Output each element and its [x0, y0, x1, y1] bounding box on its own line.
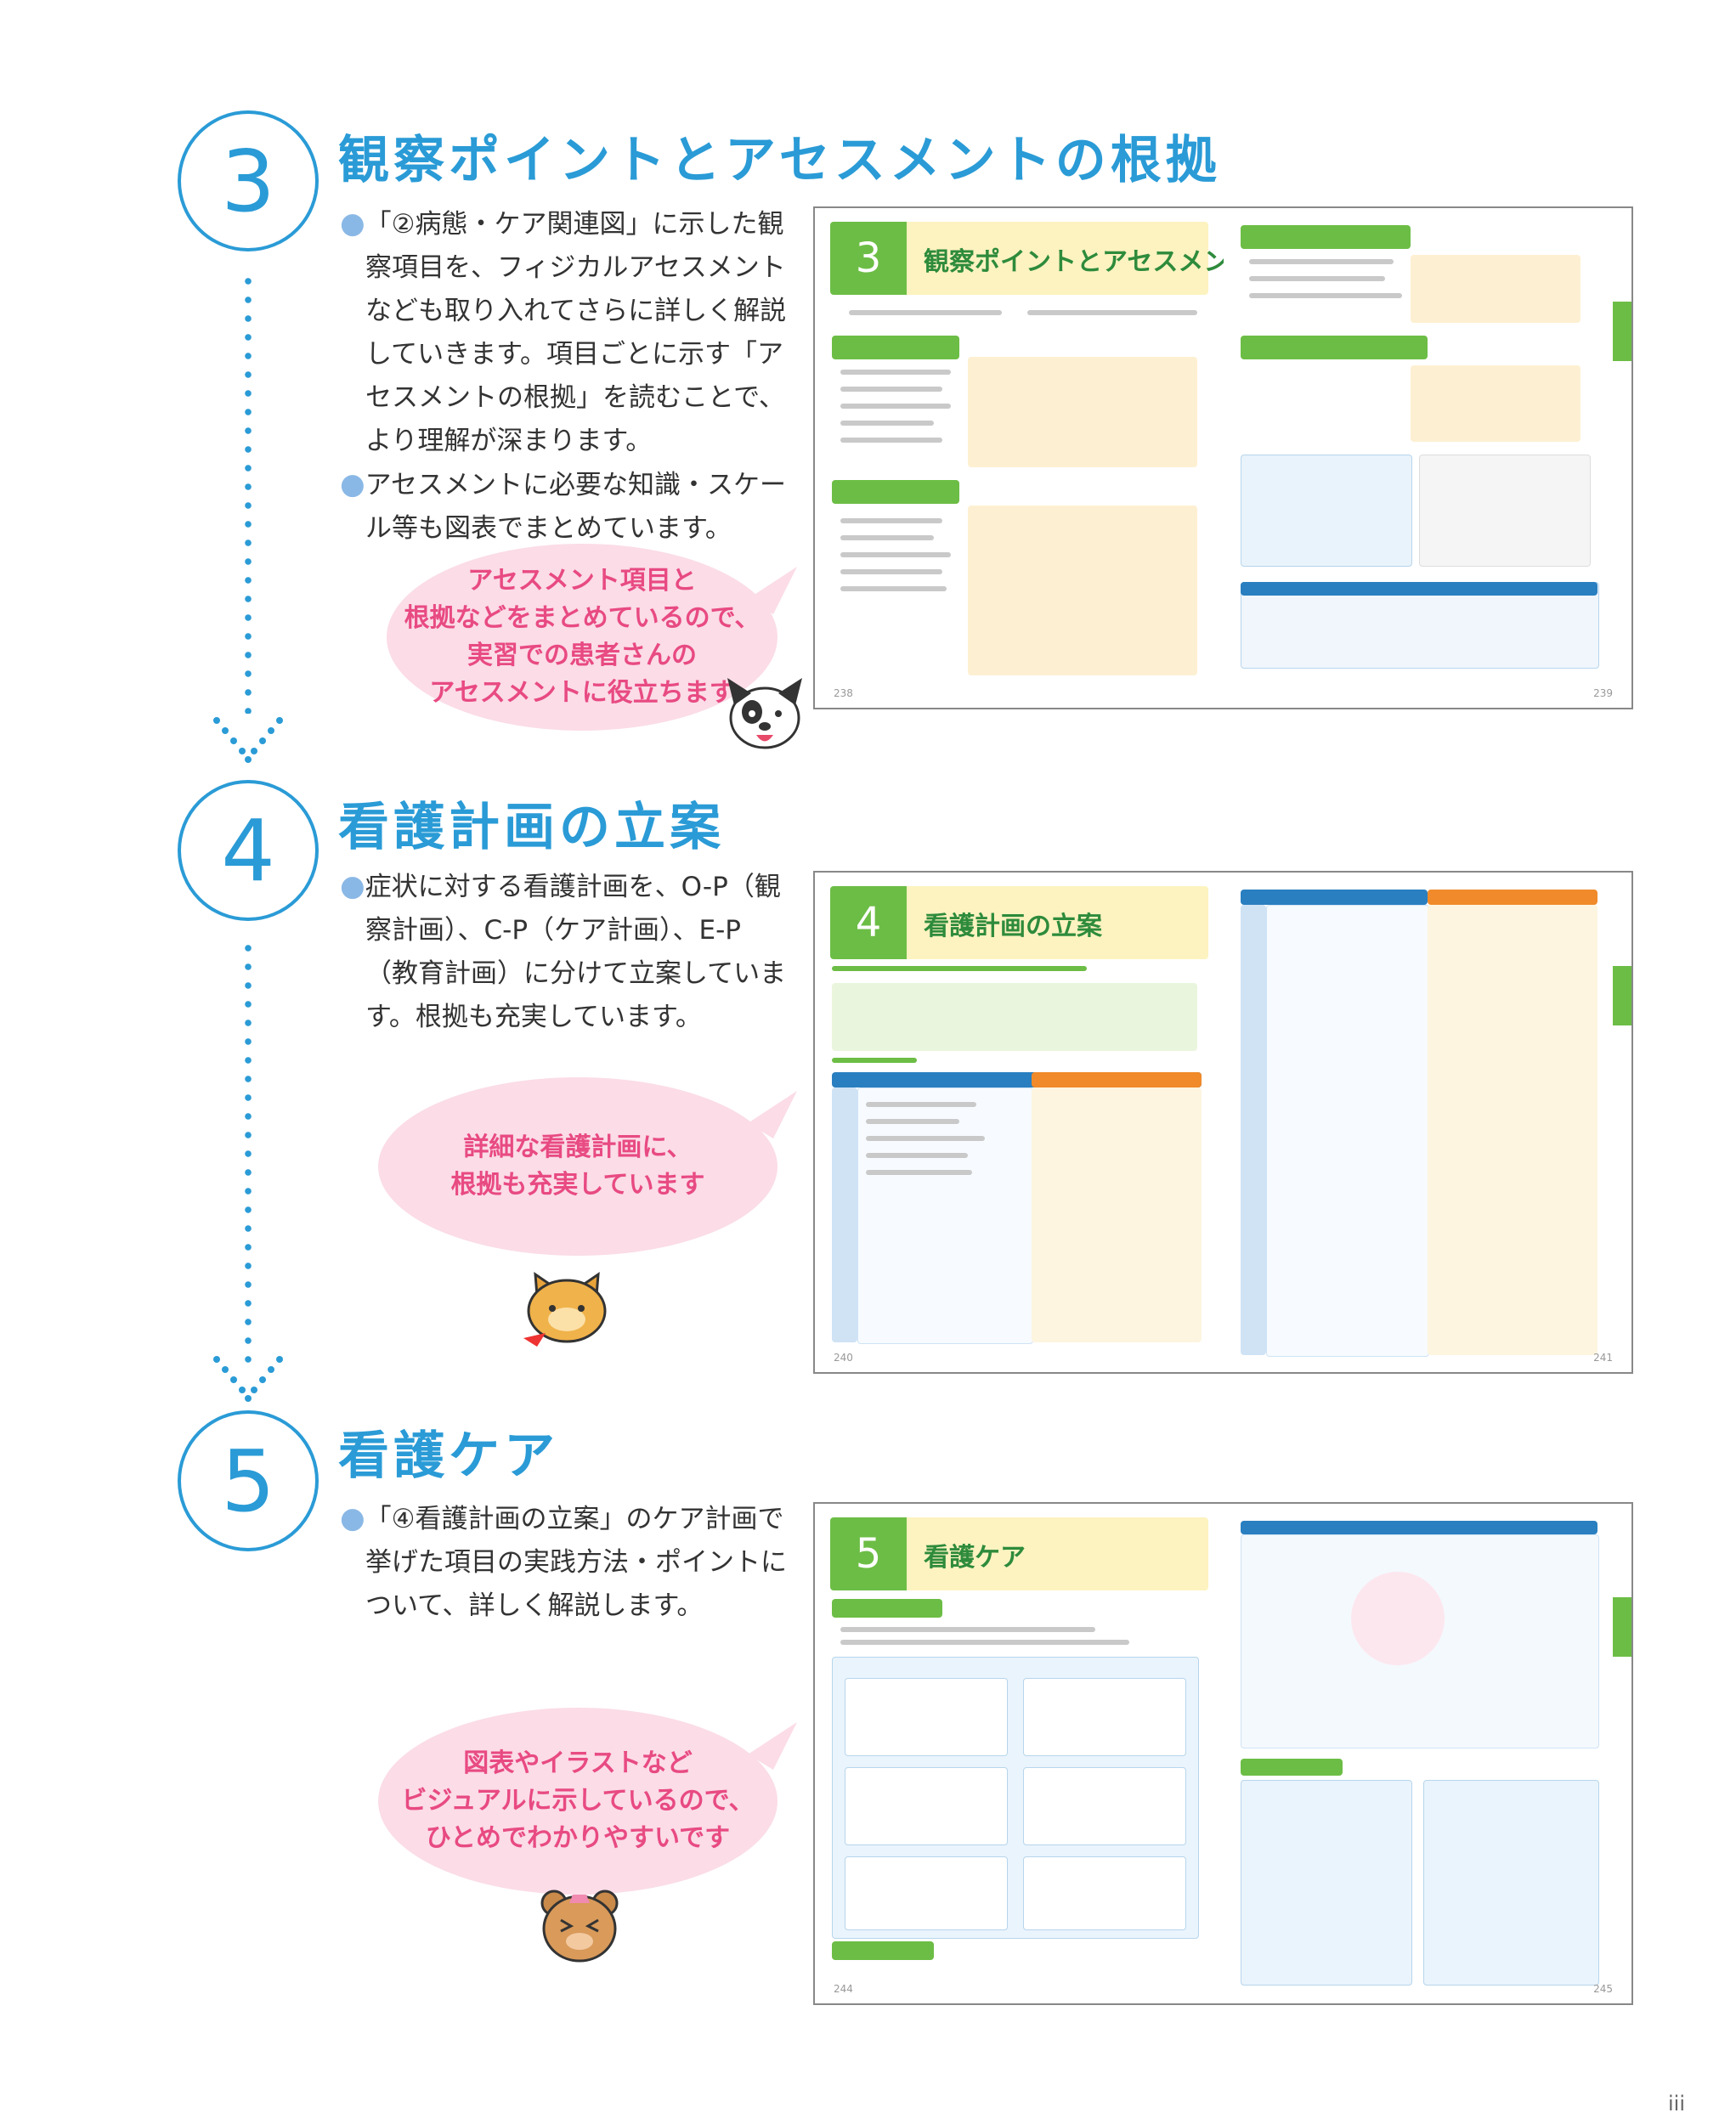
- step-4-circle: 4: [178, 780, 319, 921]
- connector-4-5: [245, 939, 252, 1372]
- dog-mascot-icon: [727, 678, 802, 749]
- step-5-book-spread: 5 看護ケア 244 245: [813, 1502, 1633, 2005]
- step-4-number: 4: [221, 800, 275, 901]
- arrow-down-icon: [213, 1356, 283, 1402]
- step-3-circle: 3: [178, 110, 319, 251]
- connector-3-4: [245, 272, 252, 714]
- spread-right-page: 241: [1223, 873, 1631, 1372]
- page-section-number: 4: [855, 899, 882, 946]
- cat-mascot-icon: [523, 1271, 607, 1347]
- step-4-bullet-1: ●症状に対する看護計画を、O-P（観察計画）、C-P（ケア計画）、E-P（教育計…: [340, 869, 787, 1032]
- step-5-bullet-1: ●「④看護計画の立案」のケア計画で挙げた項目の実践方法・ポイントについて、詳しく…: [340, 1501, 787, 1621]
- bullet-icon: ●: [340, 467, 365, 501]
- step-3-number: 3: [221, 131, 275, 231]
- page-section-number: 5: [855, 1530, 882, 1578]
- page-section-title: 観察ポイントとアセスメントの根拠: [924, 247, 1225, 277]
- page-number: iii: [1667, 2092, 1685, 2116]
- bullet-icon: ●: [340, 1501, 365, 1535]
- bullet-icon: ●: [340, 869, 365, 903]
- step-4-description: ●症状に対する看護計画を、O-P（観察計画）、C-P（ケア計画）、E-P（教育計…: [340, 865, 790, 1039]
- step-3-book-spread: 3 観察ポイントとアセスメントの根拠 238 239: [813, 206, 1633, 709]
- step-4-title: 看護計画の立案: [338, 798, 725, 857]
- page-header: 5 看護ケア: [830, 1517, 1208, 1590]
- spread-left-page: 4 看護計画の立案 240: [815, 873, 1225, 1372]
- step-3-description: ●「②病態・ケア関連図」に示した観察項目を、フィジカルアセスメントなども取り入れ…: [340, 202, 790, 551]
- page-section-number: 3: [855, 234, 882, 282]
- step-3-title: 観察ポイントとアセスメントの根拠: [338, 131, 1221, 190]
- page-section-title: 看護ケア: [924, 1543, 1026, 1573]
- bubble-tail: [748, 1722, 797, 1770]
- bubble-tail: [748, 1091, 797, 1138]
- bullet-icon: ●: [340, 206, 365, 240]
- arrow-down-icon: [213, 717, 283, 763]
- step-5-number: 5: [221, 1431, 275, 1531]
- step-5-description: ●「④看護計画の立案」のケア計画で挙げた項目の実践方法・ポイントについて、詳しく…: [340, 1497, 790, 1628]
- page-header: 3 観察ポイントとアセスメントの根拠: [830, 222, 1224, 295]
- spread-right-page: 239: [1223, 208, 1631, 708]
- step-3-bullet-2: ●アセスメントに必要な知識・スケール等も図表でまとめています。: [340, 467, 787, 544]
- step-5-title: 看護ケア: [338, 1426, 559, 1486]
- step-4-speech-bubble: 詳細な看護計画に、根拠も充実しています: [378, 1077, 778, 1256]
- step-5-speech-bubble: 図表やイラストなどビジュアルに示しているので、ひとめでわかりやすいです: [378, 1708, 778, 1895]
- page-header: 4 看護計画の立案: [830, 886, 1208, 959]
- step-3-speech-bubble: アセスメント項目と根拠などをまとめているので、実習での患者さんのアセスメントに役…: [387, 544, 778, 731]
- spread-left-page: 3 観察ポイントとアセスメントの根拠 238: [815, 208, 1225, 708]
- step-3-bullet-1: ●「②病態・ケア関連図」に示した観察項目を、フィジカルアセスメントなども取り入れ…: [340, 206, 787, 456]
- page-section-title: 看護計画の立案: [924, 912, 1102, 941]
- step-4-book-spread: 4 看護計画の立案 240 241: [813, 871, 1633, 1374]
- spread-left-page: 5 看護ケア 244: [815, 1504, 1225, 2003]
- bear-mascot-icon: [540, 1890, 619, 1963]
- spread-right-page: 245: [1223, 1504, 1631, 2003]
- bubble-tail: [748, 567, 797, 614]
- step-5-circle: 5: [178, 1410, 319, 1551]
